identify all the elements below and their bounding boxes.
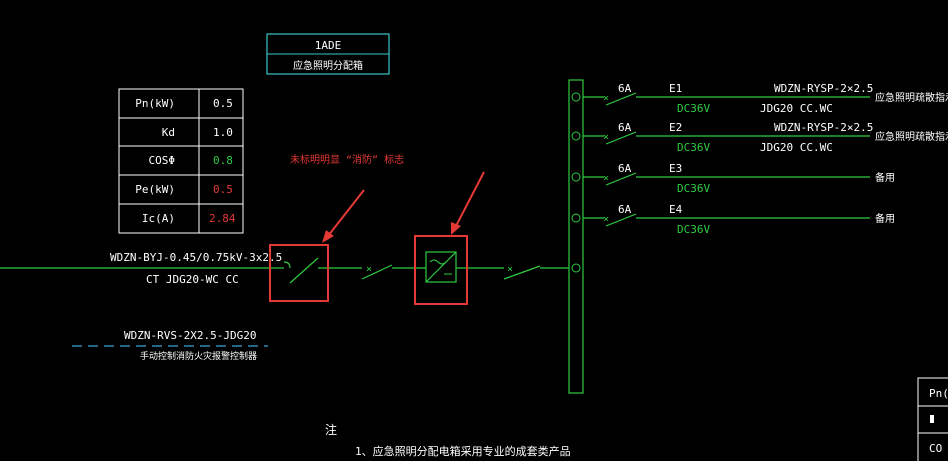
param-value-pe: 0.5 <box>213 183 233 196</box>
circuit-e2-rating: 6A <box>618 121 632 134</box>
circuit-e1-cable: WDZN-RYSP-2×2.5 <box>774 82 873 95</box>
notes-heading: 注 <box>325 422 337 437</box>
circuit-e1-id: E1 <box>669 82 682 95</box>
annotation-text: 未标明明显 “消防” 标志 <box>290 153 404 166</box>
circuit-e3-dest: 备用 <box>875 171 895 184</box>
control-note: 手动控制消防火灾报警控制器 <box>140 350 257 362</box>
circuit-e4-voltage: DC36V <box>677 223 710 236</box>
svg-text:×: × <box>603 93 609 104</box>
param-value-cos: 0.8 <box>213 154 233 167</box>
circuit-e1: × 6A E1 DC36V WDZN-RYSP-2×2.5 JDG20 CC.W… <box>583 82 948 115</box>
notes: 注 1、应急照明分配电箱采用专业的成套类产品 <box>325 422 571 458</box>
param-label-kd: Kd <box>162 126 175 139</box>
circuit-e2: × 6A E2 DC36V WDZN-RYSP-2×2.5 JDG20 CC.W… <box>583 121 948 154</box>
circuit-e4: × 6A E4 DC36V 备用 <box>583 203 895 236</box>
circuit-e2-voltage: DC36V <box>677 141 710 154</box>
param-value-kd: 1.0 <box>213 126 233 139</box>
partial-table: Pn( CO <box>917 377 948 461</box>
circuit-e1-dest: 应急照明疏散指示 <box>875 91 948 104</box>
circuit-e2-id: E2 <box>669 121 682 134</box>
svg-text:×: × <box>603 214 609 225</box>
param-label-pe: Pe(kW) <box>135 183 175 196</box>
param-value-ic: 2.84 <box>209 212 236 225</box>
highlight-box-isolator <box>269 244 329 302</box>
circuit-e3-rating: 6A <box>618 162 632 175</box>
panel-title-box: 1ADE 应急照明分配箱 <box>266 33 390 75</box>
control-cable: WDZN-RVS-2X2.5-JDG20 手动控制消防火灾报警控制器 <box>72 329 268 362</box>
isolator-switch-symbol <box>270 257 362 284</box>
breaker-symbol: × <box>361 264 426 280</box>
partial-table-row1: Pn( <box>929 387 948 400</box>
control-cable-label: WDZN-RVS-2X2.5-JDG20 <box>124 329 256 342</box>
partial-table-mark <box>930 415 934 423</box>
circuit-e2-cable: WDZN-RYSP-2×2.5 <box>774 121 873 134</box>
parameter-table: Pn(kW) 0.5 Kd 1.0 COSΦ 0.8 Pe(kW) 0.5 Ic… <box>118 88 244 234</box>
svg-text:×: × <box>366 264 372 275</box>
svg-text:×: × <box>507 264 513 275</box>
busbar <box>568 79 584 394</box>
circuit-e1-conduit: JDG20 CC.WC <box>760 102 833 115</box>
highlight-box-converter <box>414 235 468 305</box>
annotation-arrows: 未标明明显 “消防” 标志 <box>290 153 485 243</box>
circuit-e3-id: E3 <box>669 162 682 175</box>
param-label-pn: Pn(kW) <box>135 97 175 110</box>
circuit-e3: × 6A E3 DC36V 备用 <box>583 162 895 195</box>
incoming-cable-label: WDZN-BYJ-0.45/0.75kV-3x2.5 <box>110 251 282 264</box>
circuit-e2-conduit: JDG20 CC.WC <box>760 141 833 154</box>
panel-name: 应急照明分配箱 <box>293 59 363 72</box>
circuit-e4-id: E4 <box>669 203 683 216</box>
param-label-ic: Ic(A) <box>142 212 175 225</box>
incoming-conduit-label: CT JDG20-WC CC <box>146 273 239 286</box>
circuit-e4-rating: 6A <box>618 203 632 216</box>
incoming-feeder: WDZN-BYJ-0.45/0.75kV-3x2.5 CT JDG20-WC C… <box>0 251 282 286</box>
circuit-e2-dest: 应急照明疏散指示 <box>875 130 948 143</box>
circuit-e1-rating: 6A <box>618 82 632 95</box>
converter-module-symbol <box>425 251 504 283</box>
circuit-e1-voltage: DC36V <box>677 102 710 115</box>
circuit-e4-dest: 备用 <box>875 212 895 225</box>
svg-text:×: × <box>603 173 609 184</box>
main-breaker-symbol: × <box>503 264 569 280</box>
param-label-cos: COSΦ <box>149 154 176 167</box>
circuit-e3-voltage: DC36V <box>677 182 710 195</box>
panel-code: 1ADE <box>315 39 342 52</box>
svg-text:×: × <box>603 132 609 143</box>
notes-item-1: 1、应急照明分配电箱采用专业的成套类产品 <box>355 444 571 458</box>
param-value-pn: 0.5 <box>213 97 233 110</box>
partial-table-row3: CO <box>929 442 942 455</box>
